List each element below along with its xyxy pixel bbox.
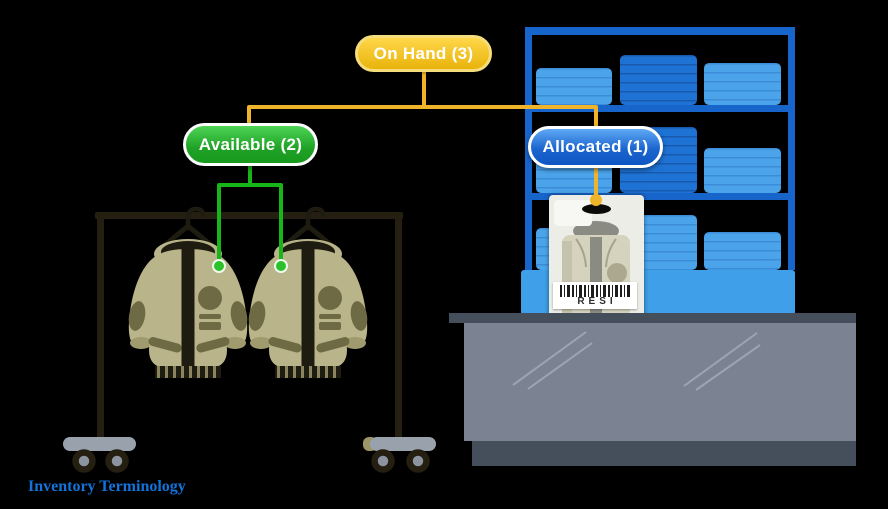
- on-hand-connector: [247, 71, 598, 198]
- on-hand-badge: On Hand (3): [355, 35, 492, 72]
- bag-fold: [554, 200, 592, 226]
- folded-stock-stack: [536, 68, 612, 105]
- on-hand-label: On Hand (3): [373, 43, 474, 63]
- allocated-connector-dot: [590, 194, 602, 206]
- shelf-top-bar: [525, 27, 795, 35]
- counter-base: [472, 441, 856, 466]
- rack-wheels: [72, 449, 430, 473]
- rack-bar: [95, 212, 403, 219]
- folded-stock-stack: [704, 148, 781, 193]
- page-title: Inventory Terminology: [28, 478, 186, 495]
- folded-stock-stack: [620, 55, 697, 105]
- counter-top: [449, 313, 856, 323]
- barcode-icon: [560, 285, 630, 297]
- available-connector-dot: [212, 259, 226, 273]
- rack-left-leg: [97, 212, 104, 440]
- packaged-jacket: RESI: [549, 195, 644, 318]
- folded-stock-stack: [704, 232, 781, 270]
- shelf-right-post: [788, 27, 795, 270]
- available-connector-dot: [274, 259, 288, 273]
- shelf-divider-1: [525, 105, 795, 112]
- folded-stock-stack: [704, 63, 781, 105]
- available-connector: [217, 164, 283, 265]
- allocated-badge: Allocated (1): [528, 126, 663, 168]
- counter-shine-icon: [512, 331, 761, 391]
- hanger-hole: [582, 204, 611, 214]
- counter-front: [464, 323, 856, 441]
- shelf-divider-2: [525, 193, 795, 200]
- rack-wheel-base: [63, 437, 136, 451]
- allocated-label: Allocated (1): [542, 137, 649, 156]
- barcode-label: RESI: [553, 282, 637, 309]
- rack-right-leg: [395, 212, 402, 440]
- available-label: Available (2): [198, 134, 303, 154]
- available-badge: Available (2): [183, 123, 318, 166]
- barcode-text: RESI: [577, 296, 617, 307]
- rack-wheel-base: [370, 437, 436, 451]
